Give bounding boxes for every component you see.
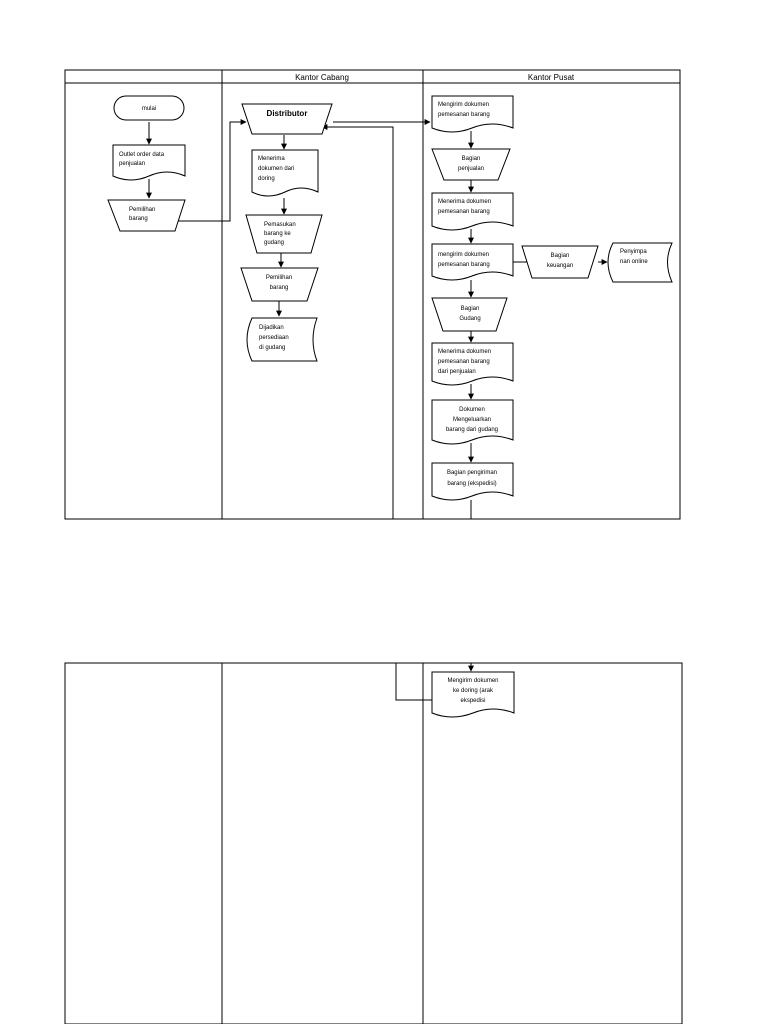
connectors [146,119,608,701]
node-mengirim-doring-line-3: ekspedisi [460,698,485,704]
node-menerima-1-line-1: Menerima dokumen [438,199,491,205]
node-dokumen-keluar-line-1: Dokumen [459,407,485,413]
node-pemilihan-barang-manual-op-1: Pemilihan barang [107,199,186,232]
node-menerima-dokumen-pemesanan-1: Menerima dokumen pemesanan barang [431,192,514,231]
node-mengirim-doring-line-1: Mengirim dokumen [447,678,498,684]
node-pemilihan-2-line-2: barang [270,285,289,291]
node-mengirim-doring-line-2: ke doring (arak [453,688,494,694]
node-pemilihan-1-line-2: barang [129,216,148,222]
node-distributor-line-1: Distributor [267,109,308,118]
node-bagian-penjualan-line-1: Bagian [462,156,481,162]
node-pemasukan-line-1: Pemasukan [264,222,296,228]
node-pemasukan-gudang-manual-op: Pemasukan barang ke gudang [245,214,323,254]
node-bagian-keuangan-line-1: Bagian [551,253,570,259]
node-mengirim-dokumen-pemesanan-1: Mengirim dokumen pemesanan barang [431,95,514,133]
swimlane-table-page-1: Kantor Cabang Kantor Pusat [64,69,681,520]
lane-header-kantor-pusat: Kantor Pusat [528,73,575,82]
node-dokumen-mengeluarkan-barang: Dokumen Mengeluarkan barang dari gudang [431,399,514,445]
node-bagian-gudang-line-2: Gudang [459,316,480,322]
node-bagian-penjualan-manual-op: Bagian penjualan [431,148,511,181]
node-bagian-gudang-manual-op: Bagian Gudang [431,297,508,332]
node-mulai-line-1: mulai [142,106,156,112]
node-menerima-dokumen-pemesanan-2: Menerima dokumen pemesanan barang dari p… [431,342,514,386]
node-dijadikan-line-1: Dijadikan [259,325,284,331]
node-penyimpanan-line-2: nan online [620,259,648,265]
node-dijadikan-line-2: persediaan [259,335,289,341]
node-menerima-doring-line-2: dokumen dari [258,166,294,172]
node-mengirim-dokumen-pemesanan-2: mengirim dokumen pemesanan barang [431,243,514,281]
node-bagian-gudang-line-1: Bagian [461,306,480,312]
node-dokumen-keluar-line-2: Mengeluarkan [453,417,491,423]
node-dijadikan-persediaan-storage: Dijadikan persediaan di gudang [246,317,318,362]
node-pemasukan-line-3: gudang [264,240,284,246]
node-menerima-dokumen-doring: Menerima dokumen dari doring [251,149,319,197]
swimlane-table-page-2 [64,662,683,1024]
node-dijadikan-line-3: di gudang [259,345,285,351]
node-mulai: mulai [113,95,185,121]
node-bagian-pengiriman-line-2: barang (ekspedisi) [447,481,496,487]
node-outlet-order-document: Outlet order data penjualan [112,144,186,181]
lane-header-kantor-cabang: Kantor Cabang [295,73,349,82]
node-bagian-penjualan-line-2: penjualan [458,166,484,172]
node-pemilihan-2-line-1: Pemilihan [266,275,292,281]
node-mengirim-dokumen-doring: Mengirim dokumen ke doring (arak ekspedi… [431,671,515,718]
node-outlet-order-line-1: Outlet order data [119,152,165,158]
node-menerima-2-line-3: dari penjualan [438,369,476,375]
node-mengirim-2-line-1: mengirim dokumen [438,252,489,258]
node-menerima-2-line-2: pemesanan barang [438,359,490,365]
node-penyimpanan-online-storage: Penyimpa nan online [607,242,673,283]
node-menerima-doring-line-1: Menerima [258,156,285,162]
node-menerima-2-line-1: Menerima dokumen [438,349,491,355]
node-pemasukan-line-2: barang ke [264,231,291,237]
node-menerima-1-line-2: pemesanan barang [438,209,490,215]
node-bagian-keuangan-line-2: keuangan [547,263,573,269]
node-menerima-doring-line-3: doring [258,176,275,182]
node-mengirim-2-line-2: pemesanan barang [438,262,490,268]
node-bagian-pengiriman-barang: Bagian pengiriman barang (ekspedisi) [431,462,514,501]
node-pemilihan-1-line-1: Pemilihan [129,207,155,213]
node-bagian-pengiriman-line-1: Bagian pengiriman [447,470,497,476]
node-penyimpanan-line-1: Penyimpa [620,249,647,255]
node-distributor-manual-op: Distributor [241,103,333,135]
node-mengirim-1-line-1: Mengirim dokumen [438,102,489,108]
node-dokumen-keluar-line-3: barang dari gudang [446,427,498,433]
node-outlet-order-line-2: penjualan [119,161,145,167]
node-bagian-keuangan-manual-op: Bagian keuangan [521,245,599,279]
node-pemilihan-barang-manual-op-2: Pemilihan barang [240,267,319,302]
node-mengirim-1-line-2: pemesanan barang [438,112,490,118]
